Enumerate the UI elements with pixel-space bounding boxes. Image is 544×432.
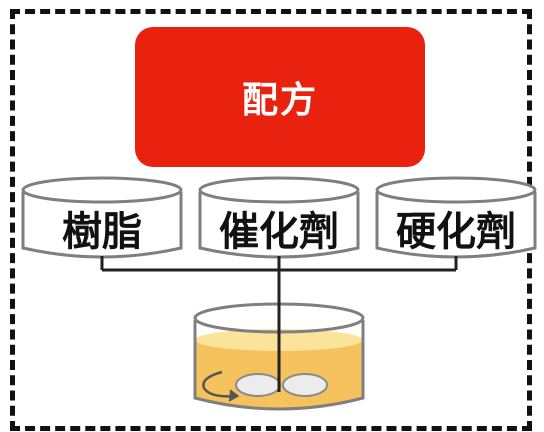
rotation-arrow-icon — [202, 370, 240, 402]
component-label-hardener: 硬化劑 — [396, 209, 516, 255]
cylinder-catalyst — [198, 176, 360, 259]
cylinder-resin — [21, 176, 183, 259]
formula-box: 配方 — [135, 27, 425, 167]
mixing-beaker-icon — [193, 270, 365, 411]
stirrer-icon — [235, 270, 328, 397]
component-label-catalyst: 催化劑 — [219, 209, 339, 255]
cylinder-hardener — [375, 176, 537, 259]
formula-label: 配方 — [241, 80, 318, 121]
component-label-resin: 樹脂 — [62, 209, 142, 255]
